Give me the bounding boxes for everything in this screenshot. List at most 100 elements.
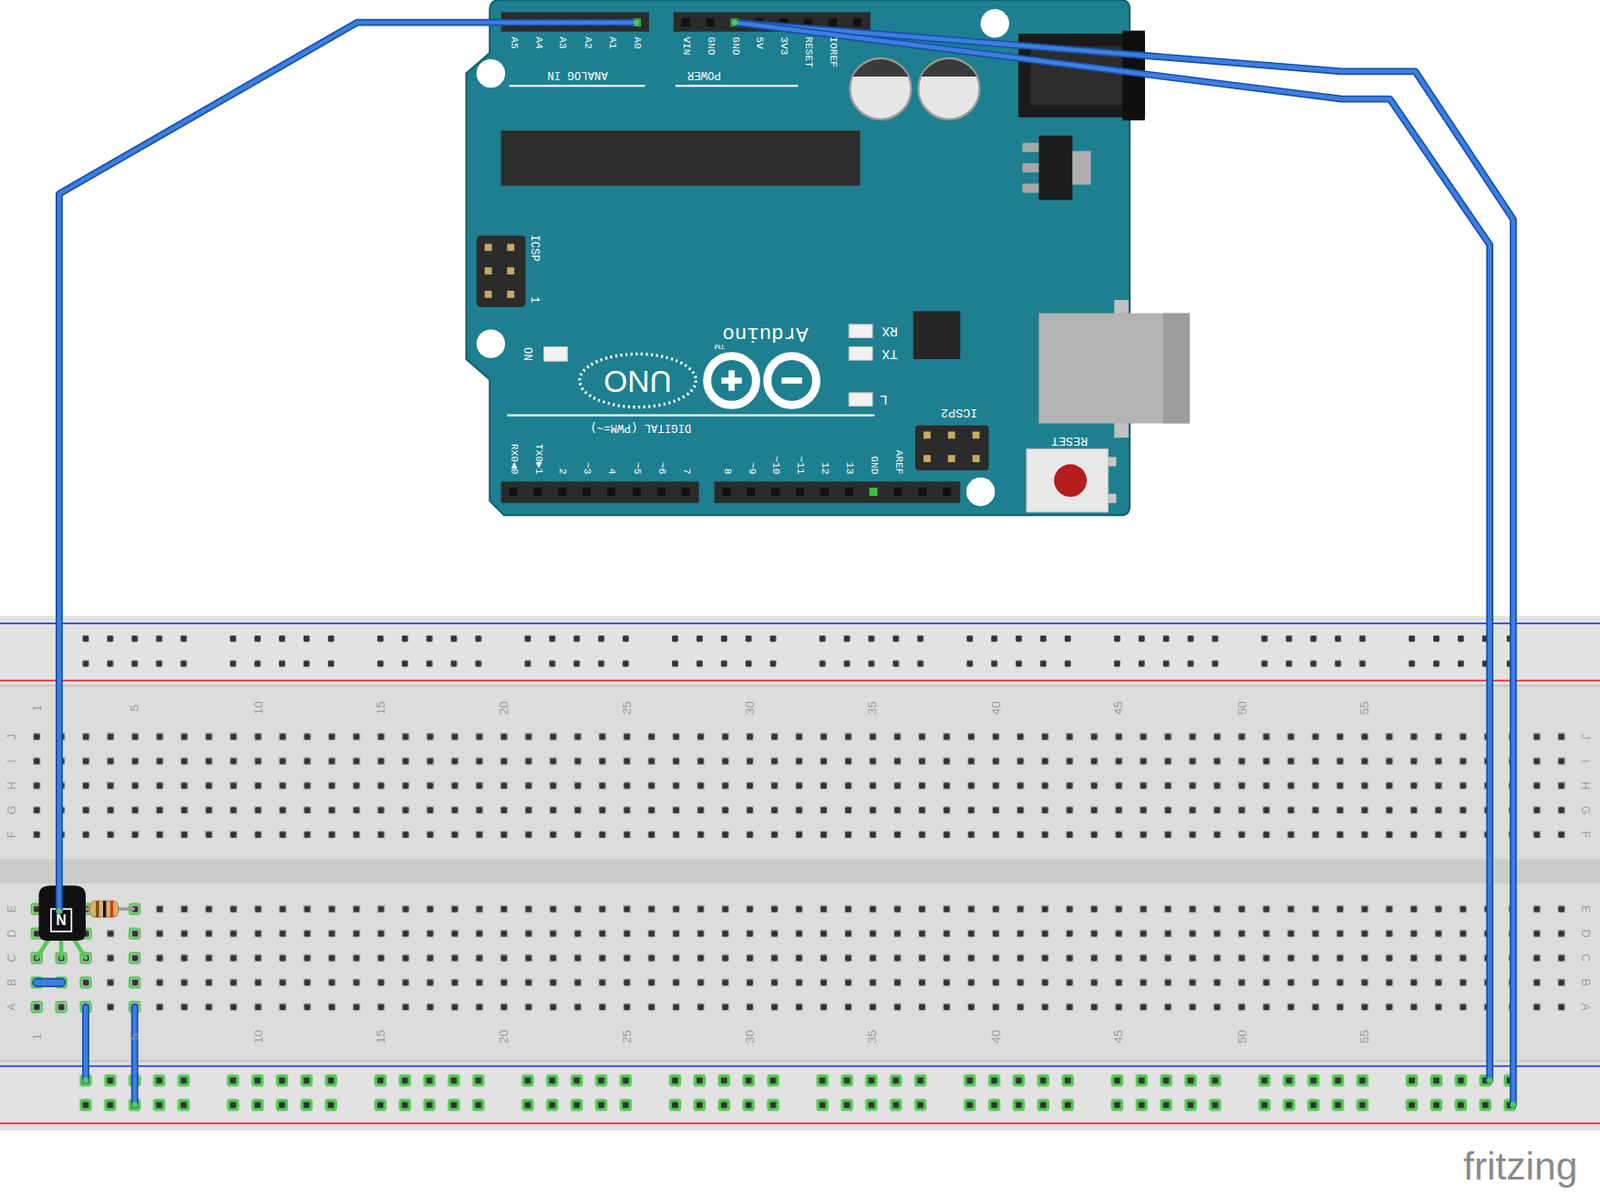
silk-label: 1 [527,296,539,303]
column-number: 15 [374,701,387,715]
led-label: L [879,392,888,406]
rail-red-line [0,680,1600,682]
pin-label: IOREF [827,36,838,68]
wire [36,979,62,986]
voltage-regulator [1021,135,1091,201]
wire [734,22,1514,1106]
rail-edge [0,684,1600,687]
pin-label: A3 [557,36,568,49]
pin-label: 12 [819,462,830,475]
wire [59,22,638,912]
resistor [85,900,135,918]
pin-label: ~9 [745,462,756,475]
header-pins [509,487,952,496]
column-number: 20 [497,1030,510,1044]
pin-gnd [869,487,878,496]
pin-label: 4 [606,468,617,475]
row-letter: C [6,954,18,963]
silk-line [509,84,646,87]
rail-holes [73,626,1548,677]
column-number: 35 [867,701,879,715]
pin-label: A4 [532,36,543,49]
column-number: 1 [30,704,43,712]
column-number: 10 [251,1030,264,1044]
wire [133,1007,137,1105]
silk-label: ANALOG IN [547,69,609,81]
pin-label: ~10 [770,455,781,475]
column-number: 55 [1358,1030,1371,1044]
usb-connector [1038,299,1190,438]
icsp-header [476,236,527,308]
pin-label: 7 [681,468,692,475]
row-letter: J [1579,733,1591,740]
pin-label: ~3 [581,462,592,475]
silk-label: POWER [687,69,722,81]
column-number: 40 [990,1030,1002,1044]
column-number: 5 [128,704,141,712]
rail-edge [0,1060,1600,1063]
pin-label: 5V [753,36,764,49]
icsp2-header [915,425,990,471]
row-letter: A [1579,1003,1591,1012]
row-letter: B [6,979,18,987]
pin-label: 3V3 [778,36,789,55]
rail-red-line [0,1122,1600,1125]
pin-label: ~6 [656,462,667,475]
wire [734,22,1514,1106]
logo-text: UNO [603,366,672,398]
column-number: 10 [251,701,264,715]
digital-header [501,481,700,504]
silk-label: RESET [1051,434,1088,447]
rail-blue-line [0,1065,1600,1068]
watermark: fritzing [1463,1146,1578,1187]
silk-line [675,84,798,87]
row-letter: H [1579,781,1591,790]
wire [36,978,62,988]
digital-header [713,481,960,504]
arduino-logo [707,356,817,406]
column-number: 1 [30,1032,43,1040]
transistor-mark [51,908,72,932]
silk-label: ON [520,347,532,362]
pin-label: RX0◀0 [507,443,518,475]
row-letter: G [6,805,18,816]
top-rail [0,616,1600,686]
column-number: 55 [1358,701,1371,715]
column-number: 25 [620,701,633,715]
breadboard [0,616,1600,1131]
transistor-label: N [55,913,66,929]
breadboard-holes [24,724,1574,847]
wire [59,22,638,912]
breadboard-holes [24,897,1574,1020]
column-number: 35 [867,1030,879,1044]
led-label: TX [881,347,898,362]
column-number: 40 [990,701,1002,715]
column-number: 50 [1235,1030,1248,1044]
led-label: RX [881,323,898,338]
rail-holes [73,1068,1548,1118]
column-number: 20 [497,701,510,715]
silk-label: DIGITAL (PWM=~) [589,422,692,434]
silk-label: ICSP2 [940,405,978,418]
arduino-uno [466,0,1191,516]
pin-label: AREF [892,450,903,475]
capacitors [849,58,980,120]
pin-label: 8 [721,468,732,475]
row-letter: C [1579,954,1591,963]
column-number: 15 [374,1030,387,1044]
status-leds [848,324,873,407]
row-letter: G [1579,805,1591,816]
microcontroller [501,130,861,186]
pin-label: TX0▶1 [532,443,543,475]
on-led [544,347,568,362]
mounting-holes [476,9,1010,506]
pin-label: GND [729,36,740,55]
wire [131,1007,139,1105]
row-letter: I [1579,759,1591,763]
wire [82,1007,90,1082]
rail-blue-line [0,622,1600,625]
pin-label: ~11 [794,455,806,475]
